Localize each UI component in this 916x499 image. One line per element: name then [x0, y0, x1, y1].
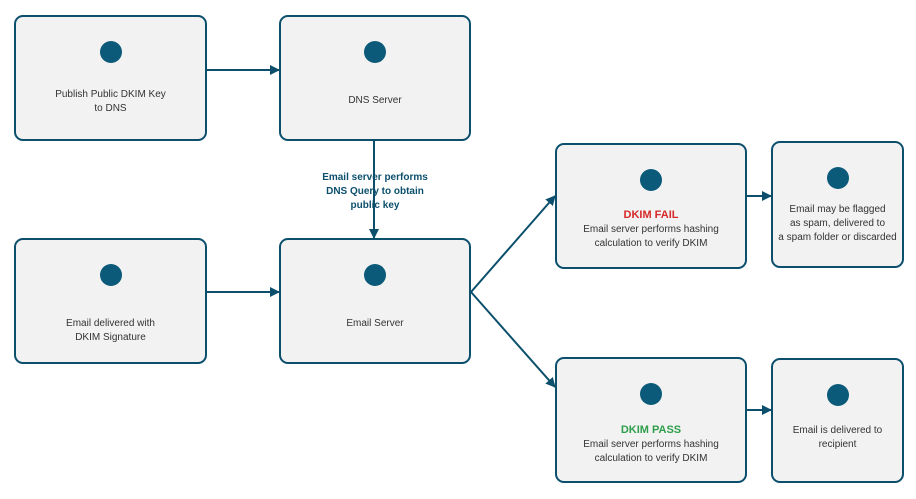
node-label: Email may be flagged as spam, delivered … — [778, 204, 897, 243]
node-dot-icon — [99, 41, 122, 63]
arrow-email-server-to-fail — [470, 195, 556, 293]
node-dkim-pass: DKIM PASS Email server performs hashing … — [555, 357, 747, 483]
node-publish-dkim-key: Publish Public DKIM Key to DNS — [14, 15, 207, 141]
node-dot-icon — [364, 264, 386, 286]
node-delivered-recipient: Email is delivered to recipient — [771, 358, 904, 483]
node-label: Email server performs hashing calculatio… — [583, 439, 719, 464]
node-label: Email Server — [346, 318, 404, 329]
node-label: Email server performs hashing calculatio… — [583, 224, 719, 249]
node-dot-icon — [364, 41, 386, 63]
node-label: Email delivered with DKIM Signature — [66, 318, 155, 343]
dkim-pass-status: DKIM PASS — [620, 424, 682, 436]
dns-query-label: Email server performs DNS Query to obtai… — [322, 172, 428, 211]
node-email-server: Email Server — [279, 238, 471, 364]
node-label: DNS Server — [348, 95, 402, 106]
node-text-group: DKIM FAIL Email server performs hashing … — [561, 208, 741, 251]
dkim-fail-status: DKIM FAIL — [623, 209, 679, 221]
node-dot-icon — [99, 264, 122, 286]
node-dot-icon — [640, 169, 662, 191]
arrow-email-server-to-pass — [470, 291, 556, 388]
node-dot-icon — [640, 383, 662, 405]
node-text-group: DKIM PASS Email server performs hashing … — [561, 423, 741, 466]
node-dkim-fail: DKIM FAIL Email server performs hashing … — [555, 143, 747, 269]
node-dot-icon — [826, 384, 849, 406]
node-email-delivered: Email delivered with DKIM Signature — [14, 238, 207, 364]
node-dns-server: DNS Server — [279, 15, 471, 141]
node-label: Publish Public DKIM Key to DNS — [55, 89, 166, 114]
node-label: Email is delivered to recipient — [792, 425, 883, 450]
node-dot-icon — [826, 167, 849, 189]
node-flagged-spam: Email may be flagged as spam, delivered … — [771, 141, 904, 268]
